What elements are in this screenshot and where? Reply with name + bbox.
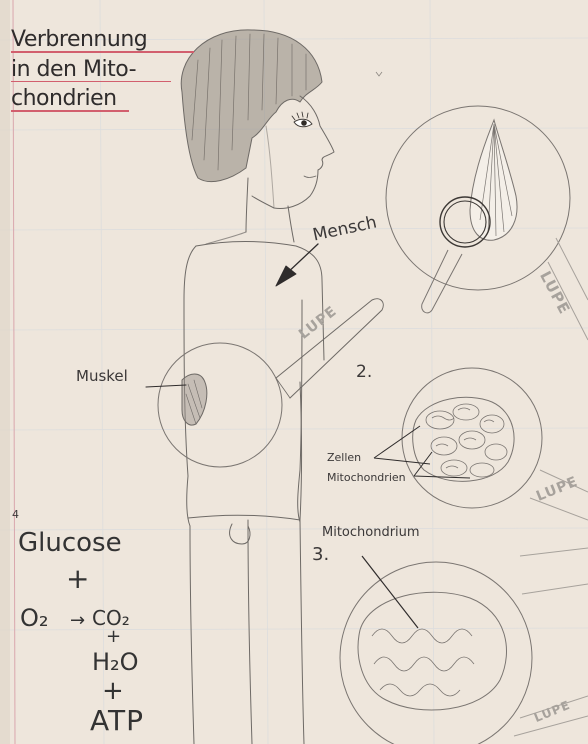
mitochondrien-label: Mitochondrien	[327, 471, 406, 484]
muskel-label: Muskel	[76, 367, 128, 385]
margin-line	[13, 0, 15, 744]
eye-icon	[292, 112, 312, 127]
water-term: H₂O	[92, 648, 139, 676]
step-two-number: 2.	[356, 362, 372, 382]
title-line-1: Verbrennung	[11, 28, 194, 53]
glucose-term: Glucose	[18, 528, 122, 558]
plus-sign-3: +	[102, 676, 124, 706]
step-four-number: 4	[12, 508, 19, 521]
oxygen-term: O₂	[20, 604, 49, 632]
drawing-title: Verbrennung in den Mito- chondrien	[11, 28, 194, 112]
title-line-2: in den Mito-	[11, 58, 171, 83]
reaction-arrow: →	[70, 610, 85, 631]
mensch-arrow	[276, 244, 318, 286]
muscle-loupe	[158, 299, 383, 467]
atp-term: ATP	[90, 704, 144, 737]
step-three-number: 3.	[312, 544, 329, 565]
plus-sign-1: +	[66, 562, 89, 595]
plus-sign-2: +	[106, 626, 121, 647]
person-hair	[181, 30, 322, 182]
title-line-3: chondrien	[11, 87, 129, 112]
mitochondrium-label: Mitochondrium	[322, 525, 420, 540]
muskel-pointer	[146, 385, 186, 387]
zellen-label: Zellen	[327, 451, 361, 464]
